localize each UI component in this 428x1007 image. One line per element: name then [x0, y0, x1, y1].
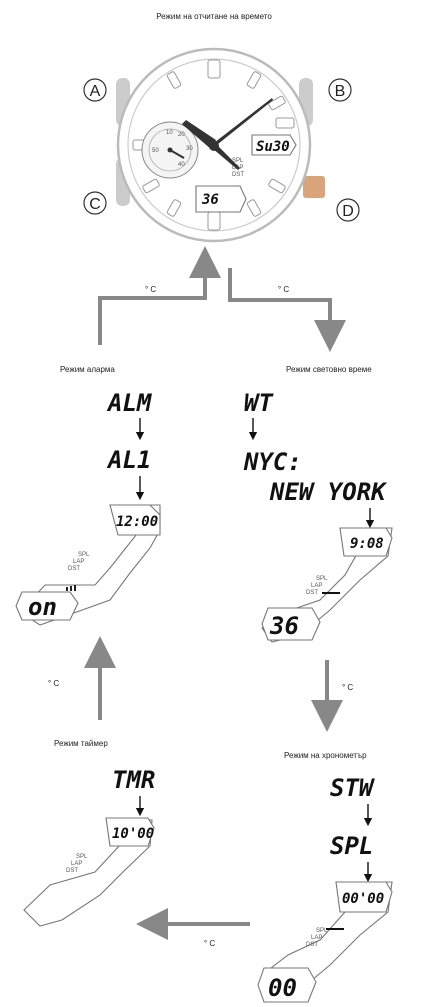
wt-bottom: 36 [269, 612, 299, 640]
stw-bottom: 00 [268, 974, 297, 1002]
crown-d[interactable] [303, 176, 325, 198]
svg-text:40: 40 [178, 162, 185, 168]
button-a-label: A [90, 83, 101, 100]
svg-text:° C: ° C [278, 285, 289, 294]
stw-line2: SPL [330, 832, 373, 860]
alarm-mode: Режим аларма ALM AL1 12:00 SPL LAP DST o… [15, 365, 161, 626]
world-time-mode: Режим световно време WT NYC: NEW YORK 9:… [243, 365, 393, 643]
hour-hand [182, 120, 216, 150]
button-c-label: C [89, 196, 101, 213]
timer-line1: TMR [112, 766, 155, 794]
svg-text:Режим таймер: Режим таймер [54, 739, 108, 748]
alarm-time: 12:00 [116, 514, 158, 530]
svg-text:LAP: LAP [311, 935, 322, 941]
wt-line1: WT [244, 389, 274, 417]
svg-text:Режим аларма: Режим аларма [60, 365, 115, 374]
day-display: Su30 [256, 139, 290, 155]
arrow-to-world-time [228, 268, 346, 352]
stopwatch-mode: Режим на хронометър STW SPL 00'00 SPL LA… [257, 751, 393, 1003]
svg-text:20: 20 [178, 132, 185, 138]
svg-text:DST: DST [232, 172, 244, 178]
svg-text:LAP: LAP [311, 583, 322, 589]
svg-text:Режим световно време: Режим световно време [286, 365, 372, 374]
arrow-from-alarm [98, 246, 221, 345]
button-d-label: D [342, 203, 354, 220]
bottom-display: 36 [201, 192, 219, 208]
svg-text:Режим на хронометър: Режим на хронометър [284, 751, 367, 760]
day-display-frame [251, 134, 297, 156]
svg-text:SPL: SPL [316, 576, 328, 582]
svg-text:30: 30 [186, 146, 193, 152]
wt-time: 9:08 [350, 536, 384, 552]
page-title: Режим на отчитане на времето [156, 12, 272, 21]
stw-time: 00'00 [342, 891, 384, 907]
bottom-display-frame [195, 185, 247, 213]
svg-text:SPL: SPL [316, 928, 328, 934]
second-hand [212, 144, 240, 170]
svg-text:DST: DST [66, 868, 78, 874]
svg-text:LAP: LAP [73, 559, 84, 565]
alarm-bottom: on [28, 593, 57, 621]
svg-text:DST: DST [306, 590, 318, 596]
alarm-line1: ALM [106, 389, 153, 417]
svg-text:SPL: SPL [76, 854, 88, 860]
wt-line3: NEW YORK [269, 478, 388, 506]
button-b-label: B [335, 83, 346, 100]
minute-hand [210, 98, 273, 146]
svg-text:DST: DST [306, 942, 318, 948]
stw-line1: STW [330, 774, 376, 802]
svg-text:SPL: SPL [232, 158, 244, 164]
wt-line2: NYC: [243, 448, 302, 476]
svg-text:° C: ° C [145, 285, 156, 294]
svg-text:SPL: SPL [78, 552, 90, 558]
timer-time: 10'00 [112, 826, 154, 842]
timer-mode: Режим таймер TMR 10'00 SPL LAP DST [23, 739, 155, 927]
svg-text:° C: ° C [48, 679, 59, 688]
watch-face: 10 20 30 40 50 Su30 SPL LAP DST 36 A B C… [83, 47, 360, 243]
svg-text:50: 50 [152, 148, 159, 154]
svg-text:LAP: LAP [71, 861, 82, 867]
svg-text:10: 10 [166, 130, 173, 136]
svg-text:DST: DST [68, 566, 80, 572]
svg-text:° C: ° C [342, 683, 353, 692]
svg-text:° C: ° C [204, 939, 215, 948]
alarm-line2: AL1 [106, 446, 151, 474]
